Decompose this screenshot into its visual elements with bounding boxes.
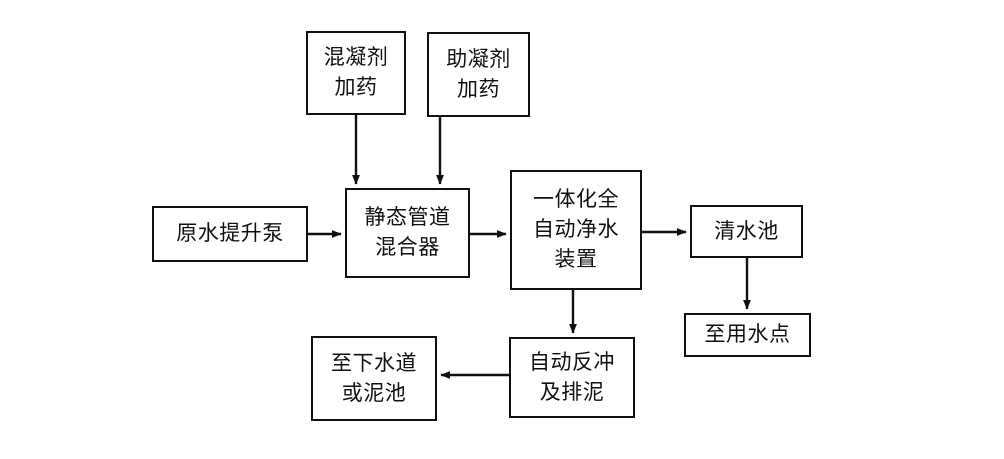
node-coagulant[interactable]: 混凝剂 加药: [306, 31, 406, 115]
node-purifier[interactable]: 一体化全 自动净水 装置: [510, 170, 642, 290]
node-clearwell[interactable]: 清水池: [690, 205, 803, 258]
node-usepoint[interactable]: 至用水点: [684, 313, 811, 357]
node-flocculant[interactable]: 助凝剂 加药: [427, 32, 530, 117]
node-mixer[interactable]: 静态管道 混合器: [345, 188, 470, 278]
node-sewer[interactable]: 至下水道 或泥池: [311, 336, 437, 421]
node-raw_pump[interactable]: 原水提升泵: [152, 206, 308, 262]
node-backwash[interactable]: 自动反冲 及排泥: [509, 337, 635, 418]
